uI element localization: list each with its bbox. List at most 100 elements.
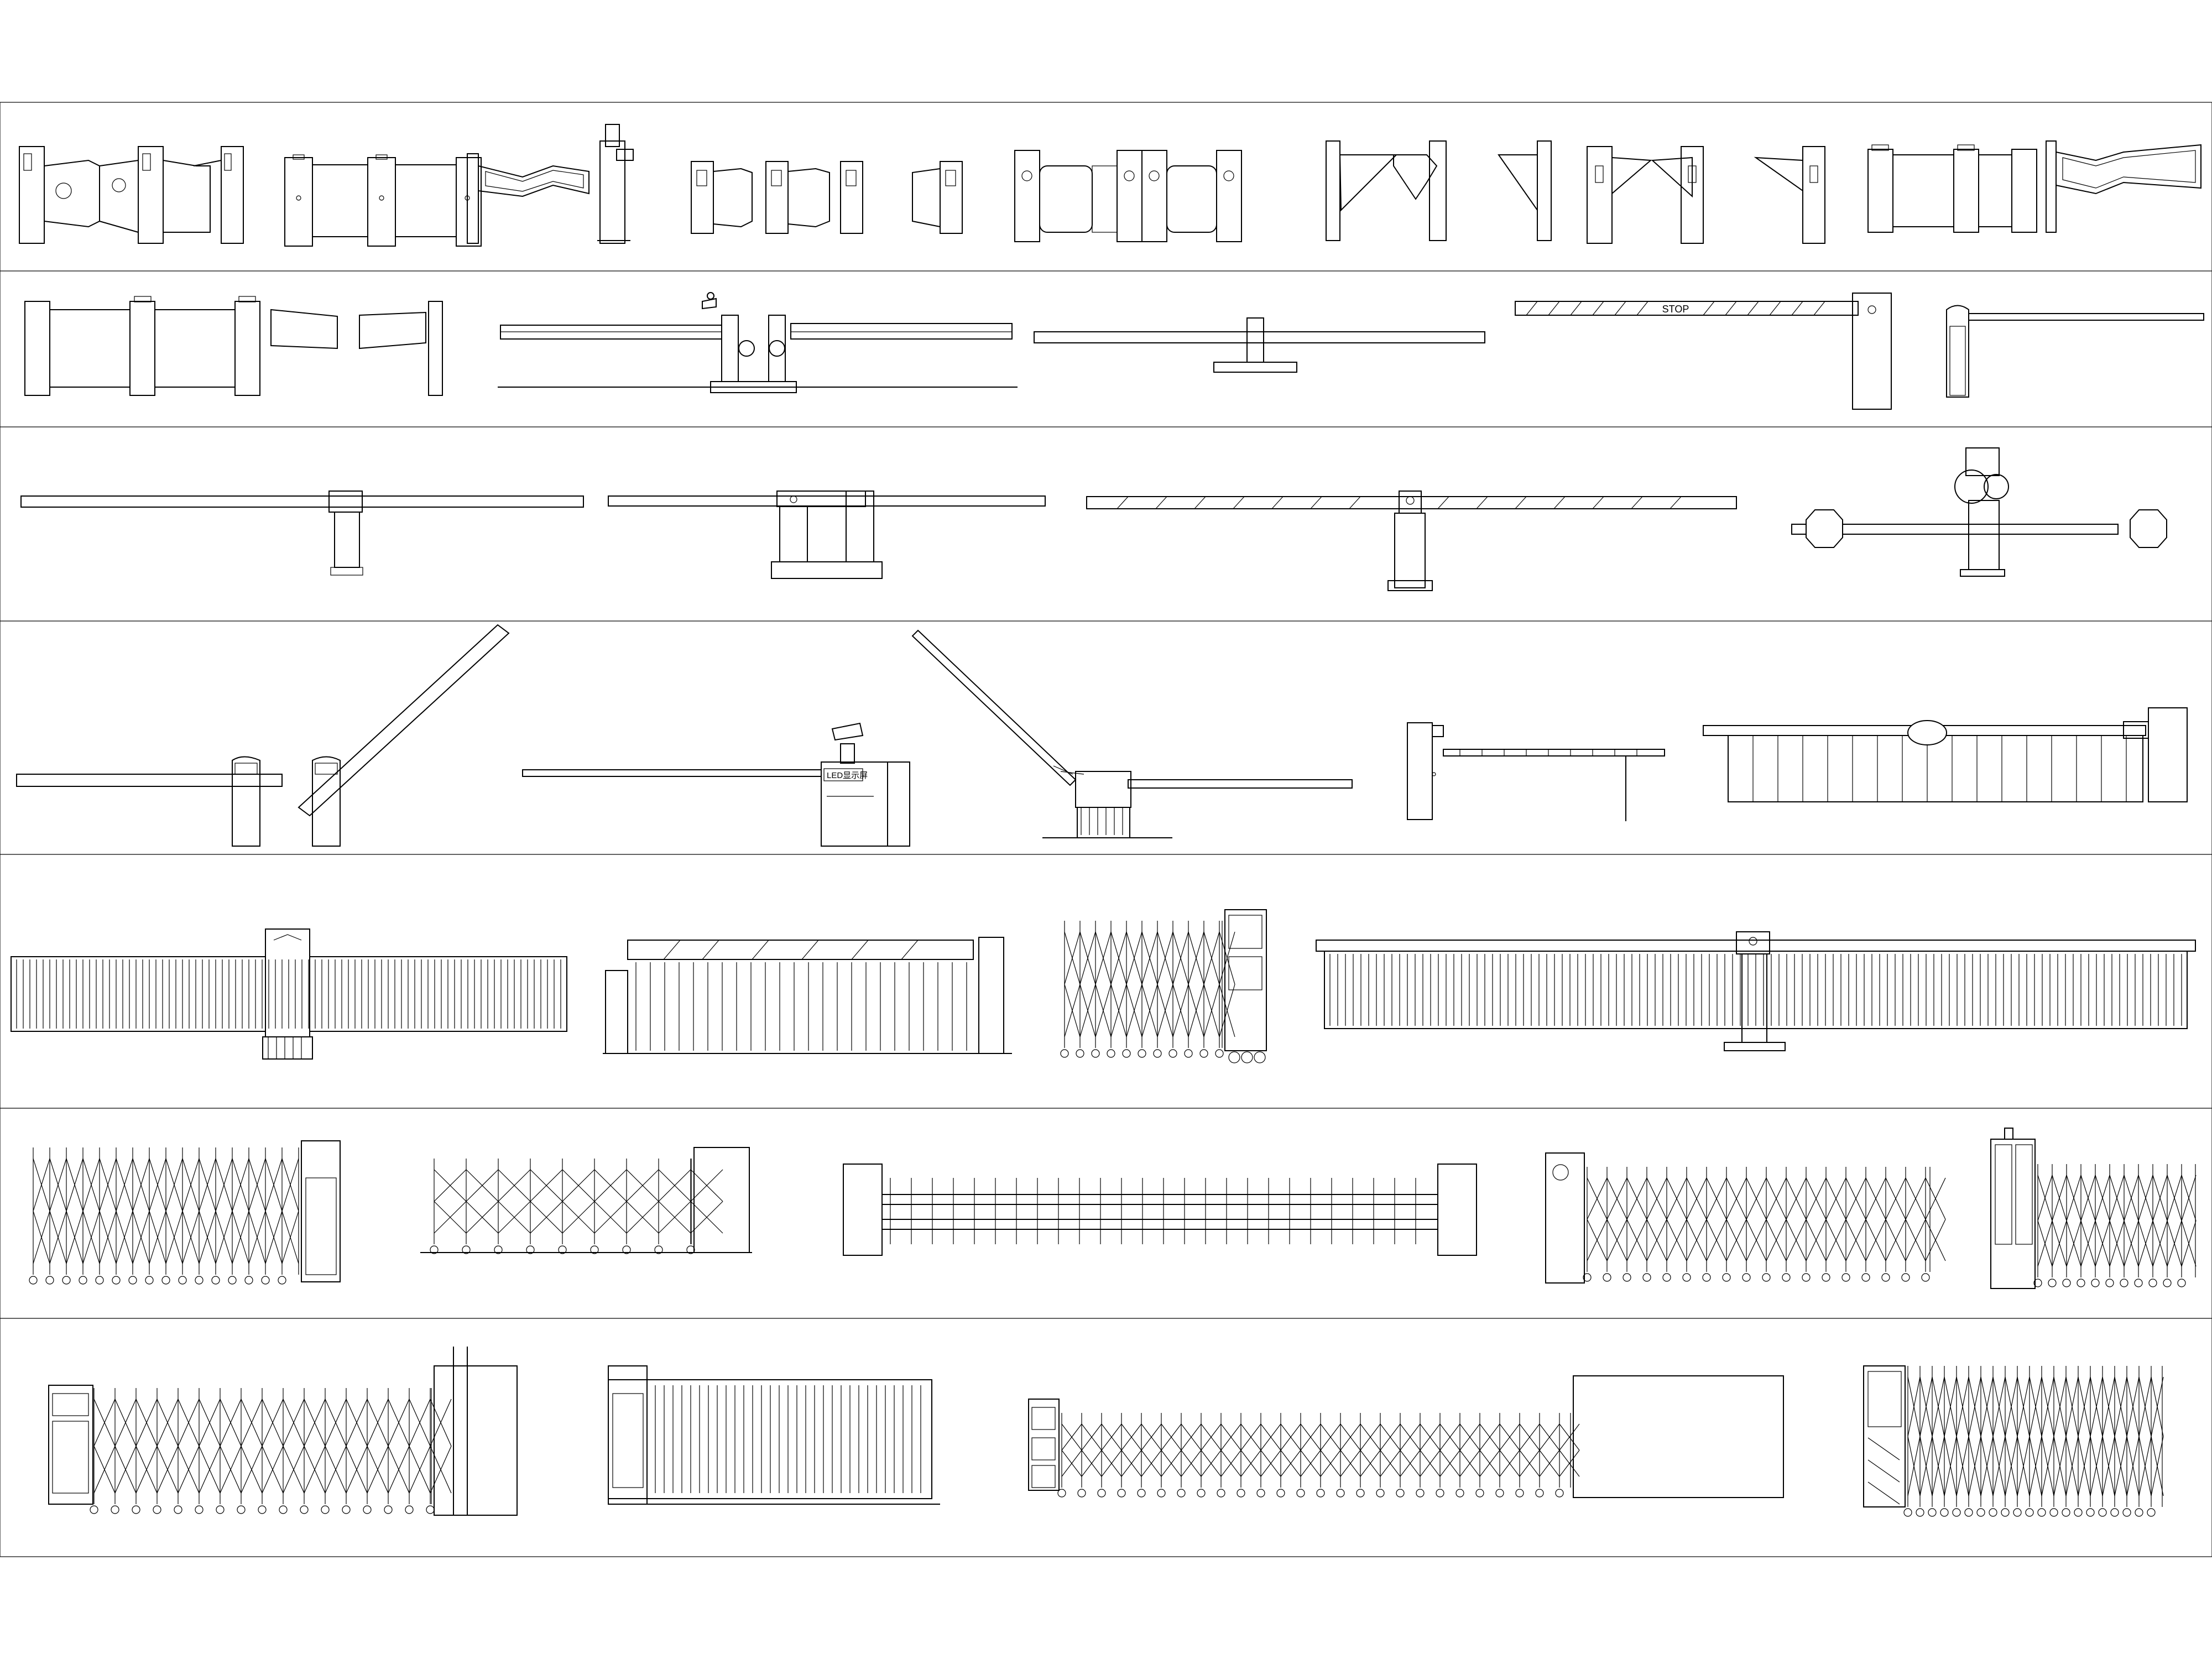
wheel <box>1137 1489 1146 1498</box>
wheel <box>1436 1489 1444 1498</box>
pattern-line <box>1766 1219 1787 1261</box>
pattern-line <box>1885 1219 1906 1261</box>
wheel <box>1921 1273 1930 1282</box>
pattern-line <box>325 1399 347 1447</box>
swing-gate-with-camera <box>467 124 634 244</box>
pattern-line <box>1968 1376 1981 1437</box>
pattern-line <box>346 1446 368 1494</box>
pattern-line <box>1865 1177 1886 1220</box>
wheel <box>1989 1508 1997 1517</box>
telescopic-gate-cabinet-left <box>1990 1128 2197 1289</box>
pattern-line <box>2053 1436 2067 1496</box>
pattern-line <box>135 1399 158 1447</box>
pattern-line <box>690 1169 723 1202</box>
pattern-line <box>498 1201 531 1234</box>
pattern-line <box>2167 1220 2182 1267</box>
pattern-line <box>1905 1177 1926 1220</box>
pattern-line <box>1786 1177 1807 1220</box>
pattern-line <box>182 1211 200 1264</box>
wheel <box>1702 1273 1711 1282</box>
pattern-line <box>2095 1175 2110 1221</box>
wheel <box>384 1505 393 1514</box>
pattern-line <box>2078 1436 2091 1496</box>
wheel <box>2001 1508 2010 1517</box>
pattern-line <box>1686 1177 1707 1220</box>
speed-gate-accessible <box>19 146 244 244</box>
wheel <box>494 1245 503 1254</box>
picket-gate <box>843 1164 1477 1256</box>
pattern-line <box>1061 1450 1082 1477</box>
pattern-line <box>2037 1220 2053 1267</box>
pattern-line <box>466 1201 499 1234</box>
wheel <box>79 1276 87 1285</box>
pattern-line <box>1539 1423 1560 1451</box>
pattern-line <box>1188 931 1204 985</box>
pattern-line <box>2052 1220 2067 1267</box>
pattern-line <box>1539 1450 1560 1477</box>
wheel <box>1077 1489 1086 1498</box>
wheel <box>1603 1273 1611 1282</box>
pattern-line <box>1095 984 1112 1037</box>
pattern-line <box>1157 984 1173 1037</box>
pattern-line <box>1400 1450 1421 1477</box>
pattern-line <box>1925 1177 1946 1220</box>
wheel <box>2148 1279 2157 1287</box>
wheel <box>2025 1508 2034 1517</box>
pattern-line <box>1907 1376 1921 1437</box>
pattern-line <box>1172 931 1189 985</box>
pattern-line <box>1559 1450 1580 1477</box>
wheel <box>1316 1489 1325 1498</box>
fence-boom-gate <box>1703 707 2188 802</box>
pattern-line <box>215 1211 233 1264</box>
pattern-line <box>2065 1436 2079 1496</box>
telescopic-gate-panel <box>1028 1375 1784 1498</box>
pattern-line <box>281 1158 299 1212</box>
pattern-line <box>2138 1220 2153 1267</box>
flap-barrier-row <box>691 161 963 234</box>
wheel <box>145 1276 154 1285</box>
wheel <box>1555 1489 1564 1498</box>
pattern-line <box>1203 931 1220 985</box>
pattern-line <box>248 1211 266 1264</box>
pattern-line <box>281 1211 299 1264</box>
swing-gate-large <box>24 296 443 396</box>
pattern-line <box>1944 1436 1957 1496</box>
pattern-line <box>1587 1219 1608 1261</box>
pattern-line <box>1992 1436 2006 1496</box>
wheel <box>1916 1508 1924 1517</box>
pattern-line <box>1606 1177 1627 1220</box>
pattern-line <box>1968 1436 1981 1496</box>
wheel <box>279 1505 288 1514</box>
pattern-line <box>1459 1423 1480 1451</box>
pattern-line <box>2109 1175 2125 1221</box>
pattern-line <box>1980 1376 1994 1437</box>
wheel <box>2013 1508 2022 1517</box>
pattern-line <box>2066 1175 2081 1221</box>
pattern-line <box>1141 931 1158 985</box>
pattern-line <box>1400 1423 1421 1451</box>
pattern-line <box>116 1158 133 1212</box>
stop-sign-barrier <box>1791 447 2167 577</box>
wheel <box>1416 1489 1425 1498</box>
pattern-line <box>2102 1376 2115 1437</box>
pattern-line <box>2138 1376 2152 1437</box>
pattern-line <box>304 1446 326 1494</box>
stop-sign-label: STOP <box>1662 304 1689 315</box>
pattern-line <box>1606 1219 1627 1261</box>
wheel <box>90 1505 98 1514</box>
pattern-line <box>367 1446 389 1494</box>
pattern-line <box>1126 984 1142 1037</box>
pattern-line <box>1626 1177 1647 1220</box>
pattern-line <box>1220 1423 1241 1451</box>
pattern-line <box>135 1446 158 1494</box>
pattern-line <box>1126 931 1142 985</box>
wheel <box>2163 1279 2172 1287</box>
pattern-line <box>1157 931 1173 985</box>
pattern-line <box>1626 1219 1647 1261</box>
pattern-line <box>262 1446 284 1494</box>
pattern-line <box>2126 1376 2140 1437</box>
pattern-line <box>1666 1177 1687 1220</box>
pattern-line <box>199 1158 216 1212</box>
pattern-line <box>114 1446 137 1494</box>
